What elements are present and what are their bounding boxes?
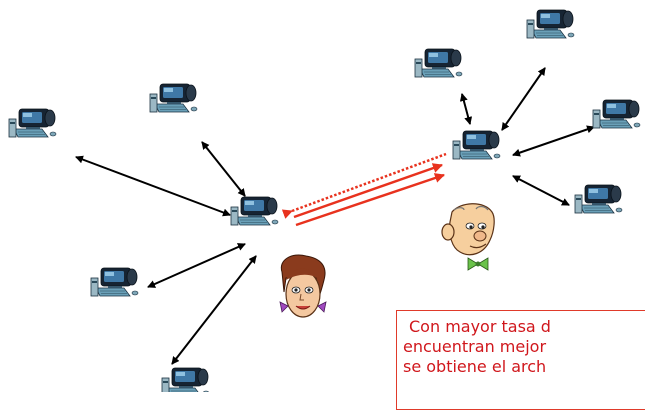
file-exchange-arrows [281, 152, 447, 227]
desktop-computer-icon [161, 367, 210, 392]
link-left-peer [75, 155, 231, 217]
desktop-computer-icon [526, 9, 575, 39]
desktop-computer-icon [8, 108, 57, 138]
caption-line-2: encuentran mejor [403, 337, 547, 356]
link-lower-right-peer [512, 175, 570, 206]
link-lower-left-peer [147, 243, 246, 288]
desktop-computer-icon [230, 196, 279, 226]
desktop-computer-icon [592, 99, 641, 129]
girl-face-icon [279, 254, 327, 318]
p2p-network-diagram [8, 9, 641, 392]
exchange-dotted-arrow [281, 152, 447, 219]
man-bowtie-icon [441, 203, 495, 271]
link-bottom-peer [171, 255, 257, 365]
link-top-right-b [501, 67, 546, 131]
link-upper-peer [201, 141, 246, 197]
caption-line-1: Con mayor tasa d [409, 317, 551, 336]
desktop-computer-icon [90, 267, 139, 297]
desktop-computer-icon [452, 130, 501, 160]
caption-line-3: se obtiene el arch [403, 357, 547, 376]
exchange-arrow-1 [293, 163, 443, 219]
link-right-peer [512, 125, 595, 157]
exchange-arrow-2 [295, 173, 445, 227]
desktop-computer-icon [414, 48, 463, 78]
link-top-right-a [459, 93, 473, 125]
desktop-computer-icon [574, 184, 623, 214]
peer-connections [75, 67, 595, 365]
caption-box: Con mayor tasa d encuentran mejor se obt… [396, 310, 645, 410]
desktop-computer-icon [149, 83, 198, 113]
